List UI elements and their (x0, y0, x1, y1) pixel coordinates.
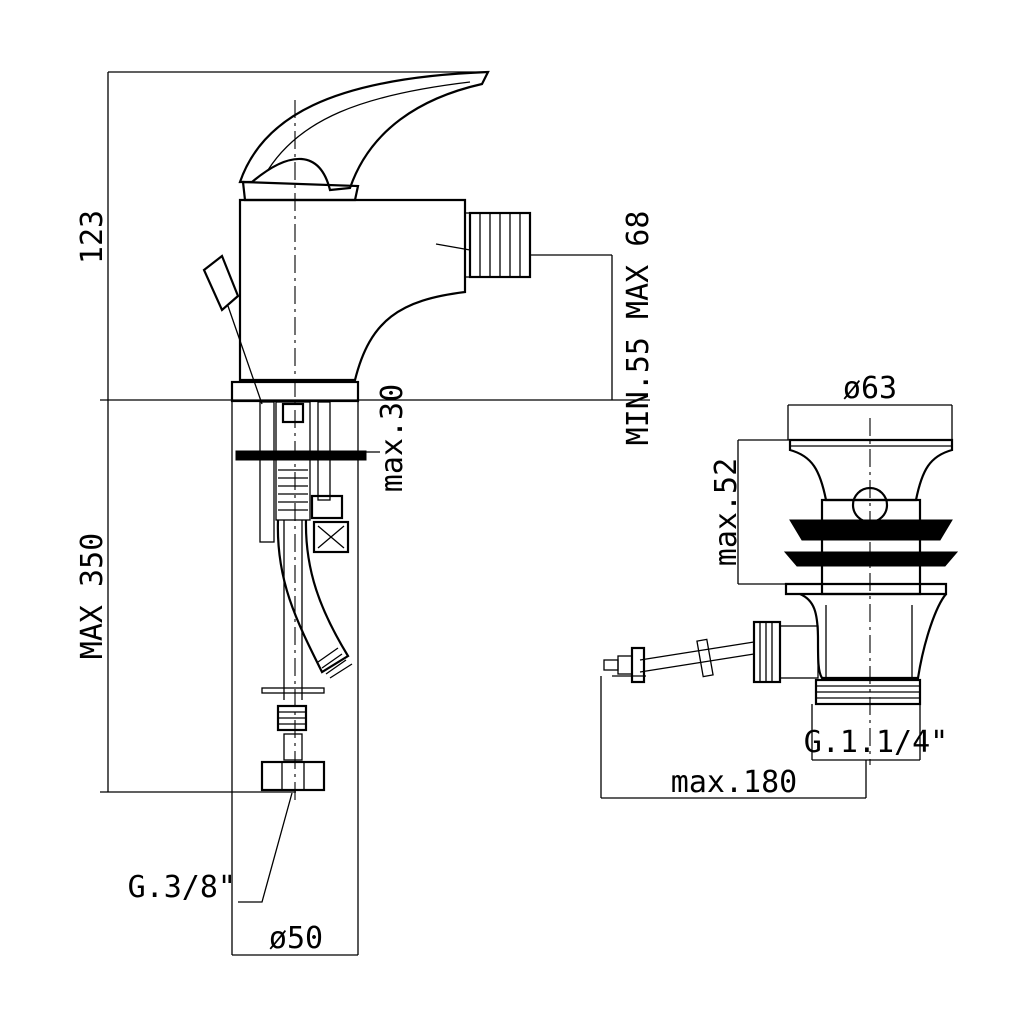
drain-dimensions: ø63 max.52 G.1.1/4" max.180 (600, 371, 953, 800)
faucet-hose-thread-label: G.3/8" (128, 870, 236, 905)
faucet-max-length-label: MAX 350 (75, 533, 110, 659)
drain-lower-body (799, 592, 947, 680)
pop-up-waste-drain (603, 418, 959, 765)
faucet-outlet (435, 211, 532, 279)
flexible-hose-curved (276, 519, 350, 674)
drain-diameter-label: ø63 (843, 371, 897, 406)
faucet-lever (238, 70, 490, 192)
bidet-mixer-faucet (202, 70, 532, 800)
faucet-height-label: 123 (75, 210, 110, 264)
drain-washer-top (789, 519, 953, 541)
drain-height-label: max.52 (709, 458, 744, 566)
drain-flange (788, 438, 954, 502)
pop-up-knob (202, 254, 240, 312)
faucet-cap (241, 180, 360, 202)
drain-rod (603, 638, 755, 684)
drain-washer-bottom (783, 551, 959, 567)
threaded-shank (278, 469, 308, 511)
hose-end-thread (317, 647, 353, 679)
fixing-washer (235, 450, 367, 461)
faucet-dimensions: 123 MAX 350 ø50 G.3/8" max.30 MIN.55 MAX… (75, 71, 656, 956)
faucet-body (238, 198, 467, 382)
drain-thread-label: G.1.1/4" (804, 725, 949, 760)
drain-rod-length-label: max.180 (671, 765, 797, 800)
hose-fitting (260, 704, 326, 792)
faucet-outlet-height-label: MIN.55 MAX 68 (621, 211, 656, 446)
faucet-thickness-label: max.30 (375, 384, 410, 492)
faucet-base-diameter-label: ø50 (269, 921, 323, 956)
